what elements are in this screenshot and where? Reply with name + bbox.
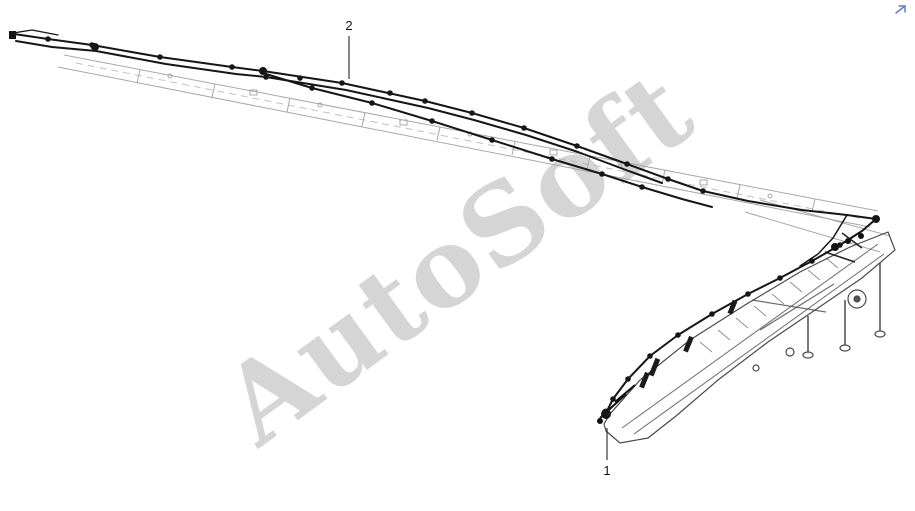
chassis-frame-rail (57, 54, 891, 253)
pointer-arrow-icon (895, 5, 906, 14)
callout-label-1: 1 (603, 463, 611, 478)
wiring-harness (12, 29, 877, 414)
front-frame-assembly (597, 231, 896, 444)
callout-label-2: 2 (345, 18, 353, 33)
harness-clips (9, 31, 880, 418)
callout-leader-lines (348, 36, 608, 460)
